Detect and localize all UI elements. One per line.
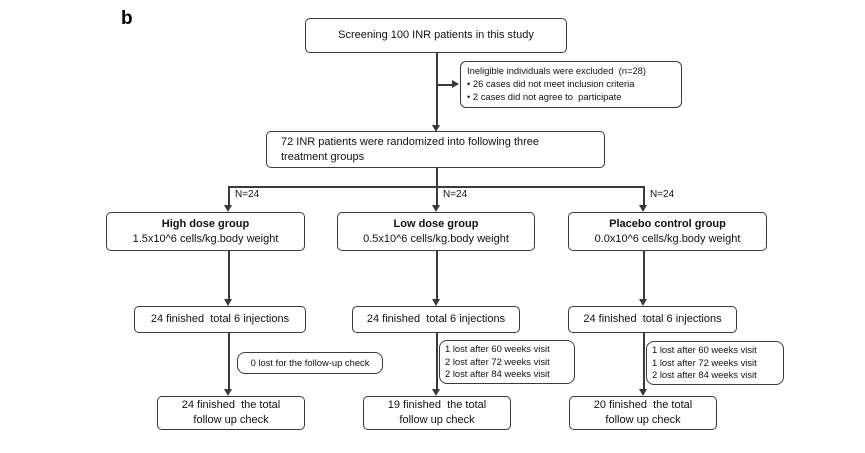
connector-injection-followup-2 bbox=[436, 333, 438, 390]
connector-group-injection-3 bbox=[643, 251, 645, 300]
arrowhead-into-exclusion bbox=[452, 80, 459, 88]
branch-label-1: N=24 bbox=[235, 189, 260, 200]
arrowhead-into-group-3 bbox=[639, 205, 647, 212]
arrowhead-into-group-1 bbox=[224, 205, 232, 212]
group-box-high-dose: High dose group 1.5x10^6 cells/kg.body w… bbox=[106, 212, 305, 251]
lost-box-3: 1 lost after 60 weeks visit 1 lost after… bbox=[646, 341, 784, 385]
branch-label-3: N=24 bbox=[650, 189, 675, 200]
branch-label-2: N=24 bbox=[443, 189, 468, 200]
followup-box-1: 24 finished the total follow up check bbox=[157, 396, 305, 430]
connector-injection-followup-1 bbox=[228, 333, 230, 390]
injections-box-2: 24 finished total 6 injections bbox=[352, 306, 520, 333]
arrowhead-into-followup-1 bbox=[224, 389, 232, 396]
connector-branch-group-1 bbox=[228, 186, 230, 206]
arrowhead-into-followup-3 bbox=[639, 389, 647, 396]
group-title-placebo: Placebo control group bbox=[609, 217, 726, 230]
group-box-placebo: Placebo control group 0.0x10^6 cells/kg.… bbox=[568, 212, 767, 251]
arrowhead-into-injection-1 bbox=[224, 299, 232, 306]
group-title-high-dose: High dose group bbox=[161, 217, 250, 230]
followup-box-2: 19 finished the total follow up check bbox=[363, 396, 511, 430]
injections-box-3: 24 finished total 6 injections bbox=[568, 306, 737, 333]
group-subtitle-high-dose: 1.5x10^6 cells/kg.body weight bbox=[132, 232, 279, 245]
randomization-box: 72 INR patients were randomized into fol… bbox=[266, 131, 605, 168]
arrowhead-into-group-2 bbox=[432, 205, 440, 212]
panel-label: b bbox=[121, 8, 133, 29]
lost-box-1: 0 lost for the follow-up check bbox=[237, 352, 383, 374]
lost-box-2: 1 lost after 60 weeks visit 2 lost after… bbox=[439, 340, 575, 384]
connector-branch-group-3 bbox=[643, 186, 645, 206]
followup-box-3: 20 finished the total follow up check bbox=[569, 396, 717, 430]
connector-injection-followup-3 bbox=[643, 333, 645, 390]
exclusion-box: Ineligible individuals were excluded (n=… bbox=[460, 61, 682, 108]
group-subtitle-low-dose: 0.5x10^6 cells/kg.body weight bbox=[363, 232, 509, 245]
arrowhead-into-followup-2 bbox=[432, 389, 440, 396]
connector-randomization-branch bbox=[436, 168, 438, 187]
group-title-low-dose: Low dose group bbox=[393, 217, 479, 230]
connector-to-exclusion bbox=[437, 84, 453, 86]
arrowhead-into-injection-2 bbox=[432, 299, 440, 306]
connector-group-injection-1 bbox=[228, 251, 230, 300]
connector-group-injection-2 bbox=[436, 251, 438, 300]
connector-branch-group-2 bbox=[436, 186, 438, 206]
injections-box-1: 24 finished total 6 injections bbox=[134, 306, 306, 333]
screening-box: Screening 100 INR patients in this study bbox=[305, 18, 567, 53]
arrowhead-into-randomization bbox=[432, 125, 440, 132]
group-subtitle-placebo: 0.0x10^6 cells/kg.body weight bbox=[594, 232, 741, 245]
arrowhead-into-injection-3 bbox=[639, 299, 647, 306]
group-box-low-dose: Low dose group 0.5x10^6 cells/kg.body we… bbox=[337, 212, 535, 251]
connector-screening-randomization bbox=[436, 53, 438, 125]
